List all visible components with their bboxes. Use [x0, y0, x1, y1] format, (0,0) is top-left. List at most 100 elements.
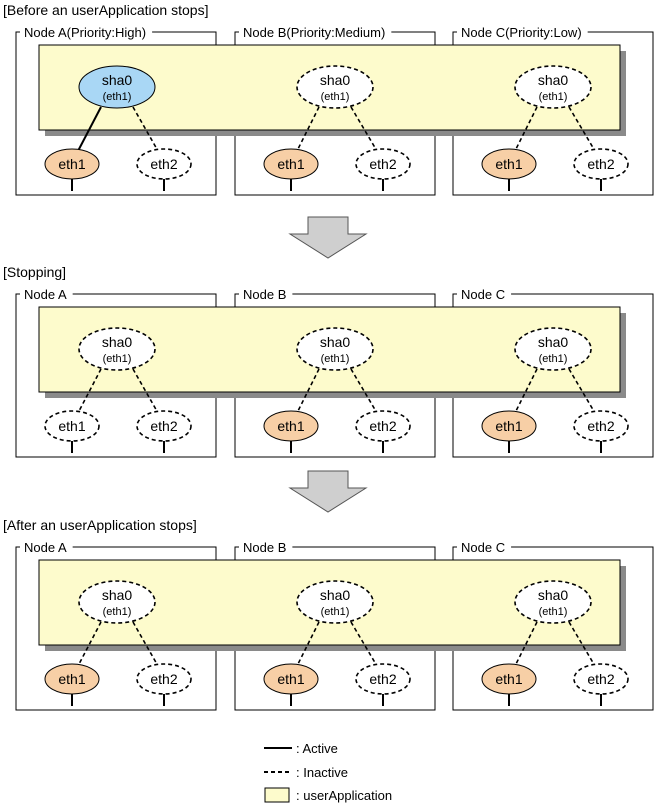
link-sha0-eth2: [132, 368, 159, 414]
sha0-label: sha0: [102, 587, 133, 603]
link-sha0-eth1: [514, 106, 538, 152]
node-frame: [234, 546, 436, 711]
node-frame: [234, 31, 436, 196]
sha0-interface: [296, 327, 374, 371]
eth-label: eth2: [150, 671, 177, 687]
eth-label: eth2: [369, 671, 396, 687]
link-sha0-eth2: [132, 621, 159, 667]
link-sha0-eth1: [514, 368, 538, 414]
node-label: Node C(Priority:Low): [461, 25, 582, 40]
link-sha0-eth2: [568, 368, 596, 414]
eth-label: eth2: [587, 671, 614, 687]
eth-interface: [573, 663, 629, 695]
sha0-sub-label: (eth1): [103, 353, 132, 365]
sha0-label: sha0: [320, 72, 351, 88]
sha0-sub-label: (eth1): [103, 606, 132, 618]
node-frame: [234, 293, 436, 458]
link-sha0-eth2: [350, 106, 378, 152]
eth-interface: [355, 663, 411, 695]
node-label: Node A: [24, 540, 67, 555]
sha0-sub-label: (eth1): [539, 91, 568, 103]
link-sha0-eth1: [296, 106, 320, 152]
sha0-sub-label: (eth1): [321, 91, 350, 103]
eth-label: eth1: [58, 418, 85, 434]
eth-interface: [136, 663, 192, 695]
eth-interface: [136, 148, 192, 180]
phase-title: [Stopping]: [3, 264, 66, 280]
node-frame: [452, 31, 654, 196]
sha0-sub-label: (eth1): [539, 606, 568, 618]
phase-3: [After an userApplication stops] Node A No…: [3, 517, 654, 711]
legend-inactive-label: : Inactive: [296, 765, 348, 780]
node-label: Node B: [243, 540, 286, 555]
sha0-interface: [78, 327, 156, 371]
eth-interface: [355, 410, 411, 442]
legend-user-application-label: : userApplication: [296, 788, 392, 803]
eth-label: eth1: [58, 156, 85, 172]
link-sha0-eth1: [296, 368, 320, 414]
link-sha0-eth2: [350, 621, 378, 667]
sha0-interface: [296, 65, 374, 109]
link-sha0-eth2: [568, 106, 596, 152]
eth-label: eth2: [150, 418, 177, 434]
node-label: Node C: [461, 287, 505, 302]
phase-title: [After an userApplication stops]: [3, 517, 197, 533]
node-frame: [15, 293, 217, 458]
sha0-sub-label: (eth1): [321, 606, 350, 618]
sha0-label: sha0: [538, 334, 569, 350]
link-sha0-eth2: [568, 621, 596, 667]
node-frame: [452, 546, 654, 711]
sha0-label: sha0: [320, 587, 351, 603]
sha0-interface: [296, 580, 374, 624]
sha0-sub-label: (eth1): [539, 353, 568, 365]
link-sha0-eth1: [77, 368, 102, 414]
eth-interface: [44, 410, 100, 442]
sha0-interface: [78, 65, 156, 109]
link-sha0-eth2: [350, 368, 378, 414]
node-label: Node B(Priority:Medium): [243, 25, 385, 40]
eth-label: eth2: [369, 418, 396, 434]
node-frame: [452, 293, 654, 458]
eth-label: eth2: [587, 418, 614, 434]
phase-1: [Before an userApplication stops] Node A(…: [3, 2, 654, 196]
eth-label: eth2: [587, 156, 614, 172]
phase-title: [Before an userApplication stops]: [3, 2, 208, 18]
eth-label: eth1: [277, 671, 304, 687]
node-label: Node B: [243, 287, 286, 302]
eth-interface: [136, 410, 192, 442]
sha0-interface: [78, 580, 156, 624]
link-sha0-eth2: [132, 106, 159, 152]
node-frame: [15, 546, 217, 711]
eth-label: eth1: [277, 418, 304, 434]
sha0-interface: [514, 327, 592, 371]
link-sha0-eth1: [77, 621, 102, 667]
legend-active-label: : Active: [296, 741, 338, 756]
sha0-label: sha0: [102, 72, 133, 88]
eth-label: eth1: [495, 671, 522, 687]
eth-label: eth1: [277, 156, 304, 172]
sha0-label: sha0: [538, 587, 569, 603]
sha0-interface: [514, 580, 592, 624]
node-label: Node C: [461, 540, 505, 555]
sha0-label: sha0: [538, 72, 569, 88]
sha0-label: sha0: [102, 334, 133, 350]
eth-interface: [355, 148, 411, 180]
eth-label: eth1: [58, 671, 85, 687]
link-sha0-eth1: [296, 621, 320, 667]
node-label: Node A: [24, 287, 67, 302]
eth-interface: [573, 148, 629, 180]
eth-label: eth1: [495, 418, 522, 434]
eth-label: eth2: [150, 156, 177, 172]
legend-user-application-swatch: [264, 787, 290, 803]
link-sha0-eth1: [514, 621, 538, 667]
sha0-label: sha0: [320, 334, 351, 350]
phase-2: [Stopping] Node A Node B Node C sha0 (eth1) et…: [3, 264, 654, 458]
eth-label: eth1: [495, 156, 522, 172]
legend: : Active : Inactive : userApplication: [264, 741, 392, 803]
transition-arrow-2: [288, 470, 368, 513]
node-label: Node A(Priority:High): [24, 25, 146, 40]
link-sha0-eth1: [77, 106, 102, 152]
eth-label: eth2: [369, 156, 396, 172]
eth-interface: [573, 410, 629, 442]
